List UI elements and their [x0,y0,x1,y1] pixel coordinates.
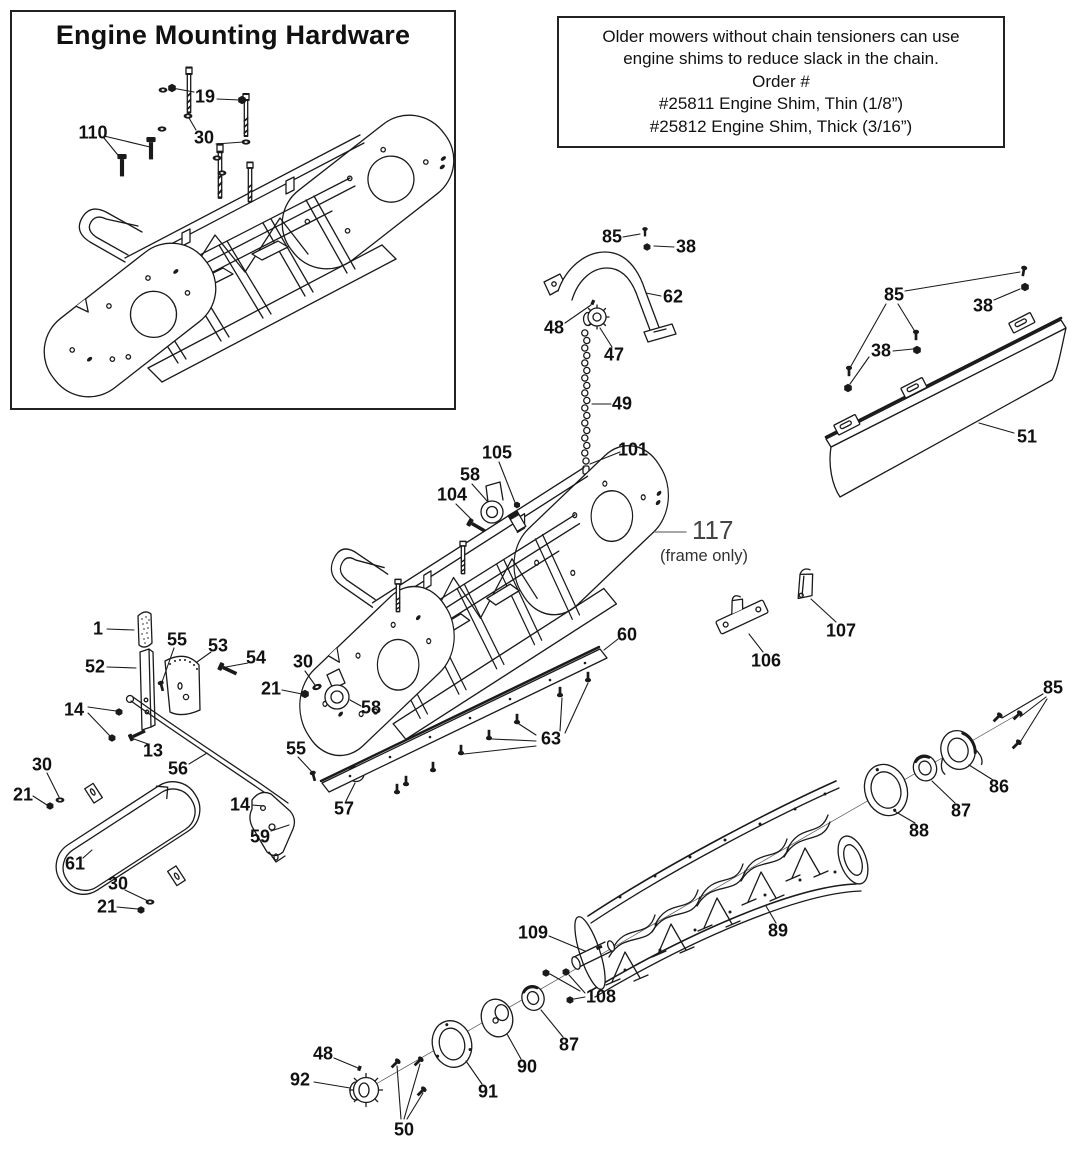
clip-brackets [715,568,814,635]
callout-91: 91 [477,1081,499,1102]
frame-only-label: 117 (frame only) [660,515,790,566]
callout-62: 62 [662,286,684,307]
note-line: Order # [752,71,810,91]
callout-49: 49 [611,393,633,414]
callout-107: 107 [825,620,857,641]
callout-53: 53 [207,635,229,656]
callout-55: 55 [285,738,307,759]
callout-86: 86 [988,776,1010,797]
bedknife-assembly [319,645,608,795]
callout-110: 110 [78,122,108,143]
callout-58: 58 [459,464,481,485]
callout-38: 38 [972,295,994,316]
callout-48: 48 [543,317,565,338]
callout-48: 48 [312,1043,334,1064]
callout-47: 47 [603,344,625,365]
callout-30: 30 [31,754,53,775]
callout-38: 38 [870,340,892,361]
callout-101: 101 [617,439,649,460]
callout-58: 58 [360,697,382,718]
callout-87: 87 [558,1034,580,1055]
callout-30: 30 [292,651,314,672]
callout-55: 55 [166,629,188,650]
callout-21: 21 [12,784,34,805]
callout-90: 90 [516,1056,538,1077]
reel [571,780,869,998]
callout-60: 60 [616,624,638,645]
callout-92: 92 [289,1069,311,1090]
axle-centerline [361,711,1023,1093]
callout-50: 50 [393,1119,415,1140]
callout-85: 85 [601,226,623,247]
engine-mounting-hardware-box: Engine Mounting Hardware [10,10,456,410]
callout-21: 21 [96,896,118,917]
callout-61: 61 [64,853,86,874]
right-bearing-stack [863,708,1025,817]
note-line: #25812 Engine Shim, Thick (3/16”) [649,116,913,136]
note-line: #25811 Engine Shim, Thin (1/8”) [658,94,904,114]
callout-30: 30 [107,873,129,894]
callout-51: 51 [1016,426,1038,447]
callout-87: 87 [950,800,972,821]
callout-19: 19 [194,86,216,107]
drive-sprocket [348,1072,384,1108]
callout-105: 105 [481,442,513,463]
left-controls [45,611,319,915]
callout-109: 109 [517,922,549,943]
callout-85: 85 [883,284,905,305]
chain [581,329,591,457]
deflector-assembly [824,264,1067,498]
callout-30: 30 [193,127,215,148]
callout-38: 38 [675,236,697,257]
callout-54: 54 [245,647,267,668]
main-frame [283,426,685,783]
callout-59: 59 [249,826,271,847]
callout-88: 88 [908,820,930,841]
note-line: Older mowers without chain tensioners ca… [602,26,960,46]
engine-box-title: Engine Mounting Hardware [55,20,411,50]
frame-part-note: (frame only) [660,547,749,565]
callout-57: 57 [333,798,355,819]
callout-14: 14 [63,699,85,720]
callout-13: 13 [142,740,164,761]
frame-part-number: 117 [692,515,734,545]
callout-106: 106 [750,650,782,671]
callout-1: 1 [92,618,104,639]
callout-56: 56 [167,758,189,779]
note-box: Older mowers without chain tensioners ca… [557,16,1005,148]
callout-21: 21 [260,678,282,699]
chain-guard-assembly [543,226,677,480]
leader-lines [32,87,1048,1120]
callout-85: 85 [1042,677,1064,698]
callout-63: 63 [540,728,562,749]
callout-14: 14 [229,794,251,815]
note-line: engine shims to reduce slack in the chai… [623,49,939,69]
callout-89: 89 [767,920,789,941]
callout-108: 108 [585,986,617,1007]
callout-104: 104 [436,484,468,505]
left-axle-parts [348,967,575,1108]
callout-52: 52 [84,656,106,677]
